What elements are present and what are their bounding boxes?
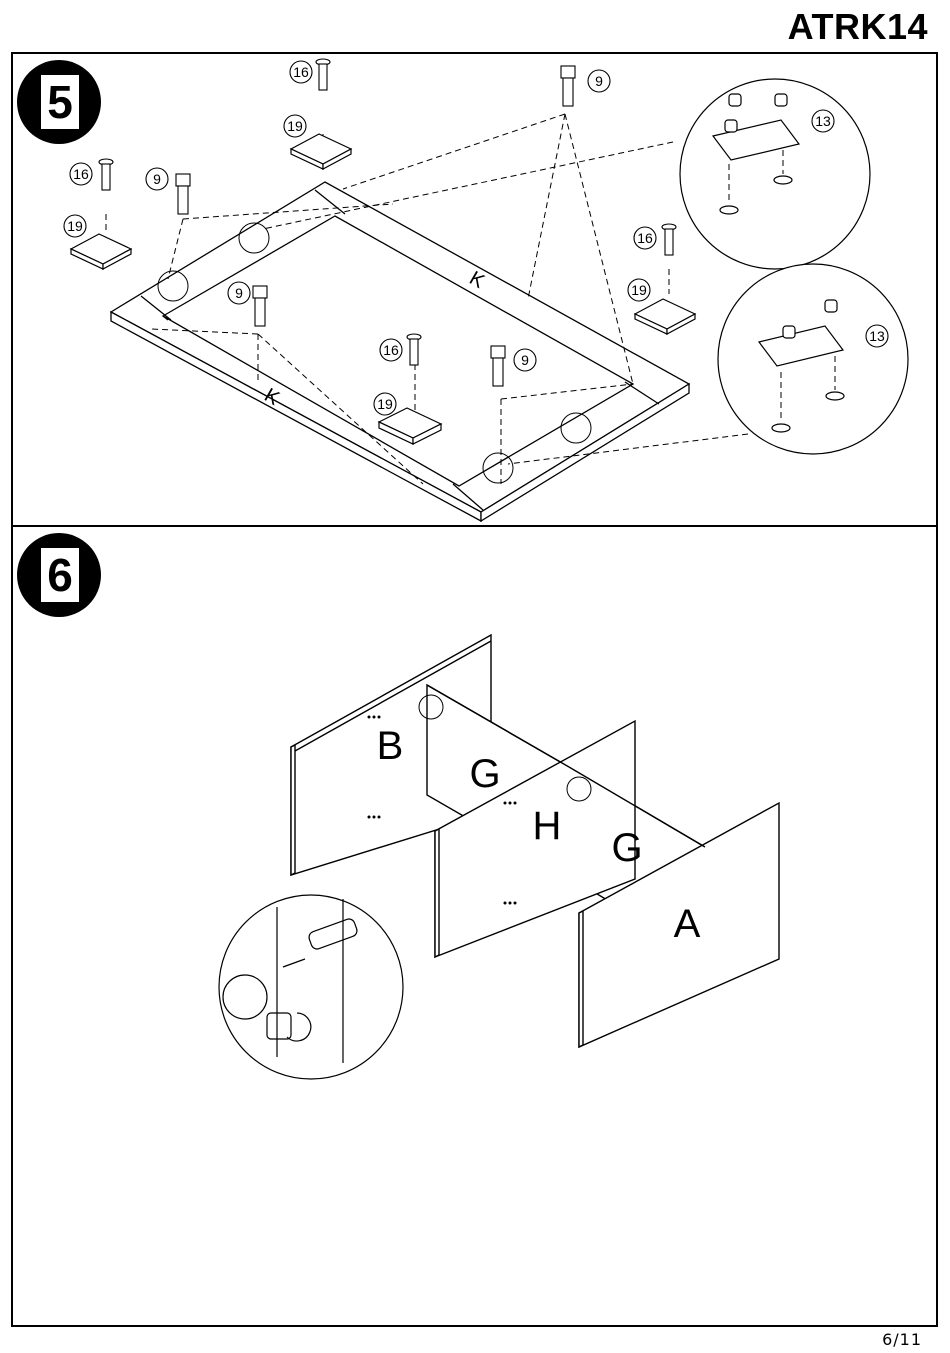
callout-foot-pad-1: 19: [287, 118, 303, 134]
panel-label-g-right: G: [611, 826, 642, 870]
callout-screw-1: 16: [293, 64, 309, 80]
callout-screw-4: 16: [383, 342, 399, 358]
model-code: ATRK14: [788, 6, 928, 48]
callout-foot-pad-4: 19: [377, 396, 393, 412]
page-number: 6/11: [882, 1330, 922, 1349]
step-5-panel: 5 K K: [11, 52, 938, 527]
step-6-illustration: B G H G A: [13, 527, 940, 1329]
panel-label-a: A: [674, 902, 701, 946]
callout-foot-pad-3: 19: [631, 282, 647, 298]
panel-label-g-left: G: [469, 752, 500, 796]
callout-screw-2: 16: [73, 166, 89, 182]
panel-label-h: H: [533, 804, 562, 848]
callout-connector-1: 13: [815, 113, 831, 129]
callout-cam-bolt-3: 9: [235, 285, 243, 301]
step-6-panel: 6: [11, 525, 938, 1327]
callout-cam-bolt-1: 9: [153, 171, 161, 187]
callout-connector-2: 13: [869, 328, 885, 344]
callout-cam-bolt-4: 9: [521, 352, 529, 368]
callout-cam-bolt-2: 9: [595, 73, 603, 89]
callout-screw-3: 16: [637, 230, 653, 246]
callout-foot-pad-2: 19: [67, 218, 83, 234]
panel-label-b: B: [377, 724, 404, 768]
step-5-illustration: K K: [13, 54, 940, 529]
